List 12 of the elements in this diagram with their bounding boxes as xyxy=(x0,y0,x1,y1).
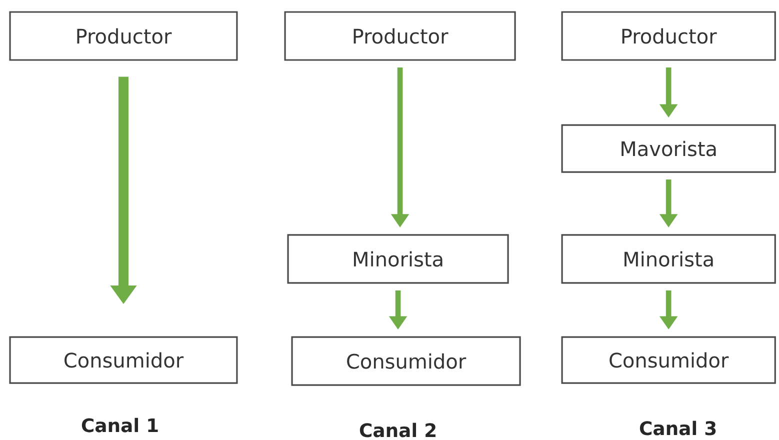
process-box: Minorista xyxy=(561,234,776,284)
process-box: Minorista xyxy=(287,234,509,284)
channel-label: Canal 1 xyxy=(82,418,158,432)
process-box: Consumidor xyxy=(561,336,776,384)
process-box: Consumidor xyxy=(291,336,521,386)
process-box: Consumidor xyxy=(9,336,238,384)
channel-label: Canal 3 xyxy=(640,420,716,436)
channel-label: Canal 2 xyxy=(360,422,436,438)
process-box: Productor xyxy=(9,11,238,61)
process-box: Productor xyxy=(284,11,516,61)
process-box: Productor xyxy=(561,11,776,61)
process-box: Mavorista xyxy=(561,124,776,173)
